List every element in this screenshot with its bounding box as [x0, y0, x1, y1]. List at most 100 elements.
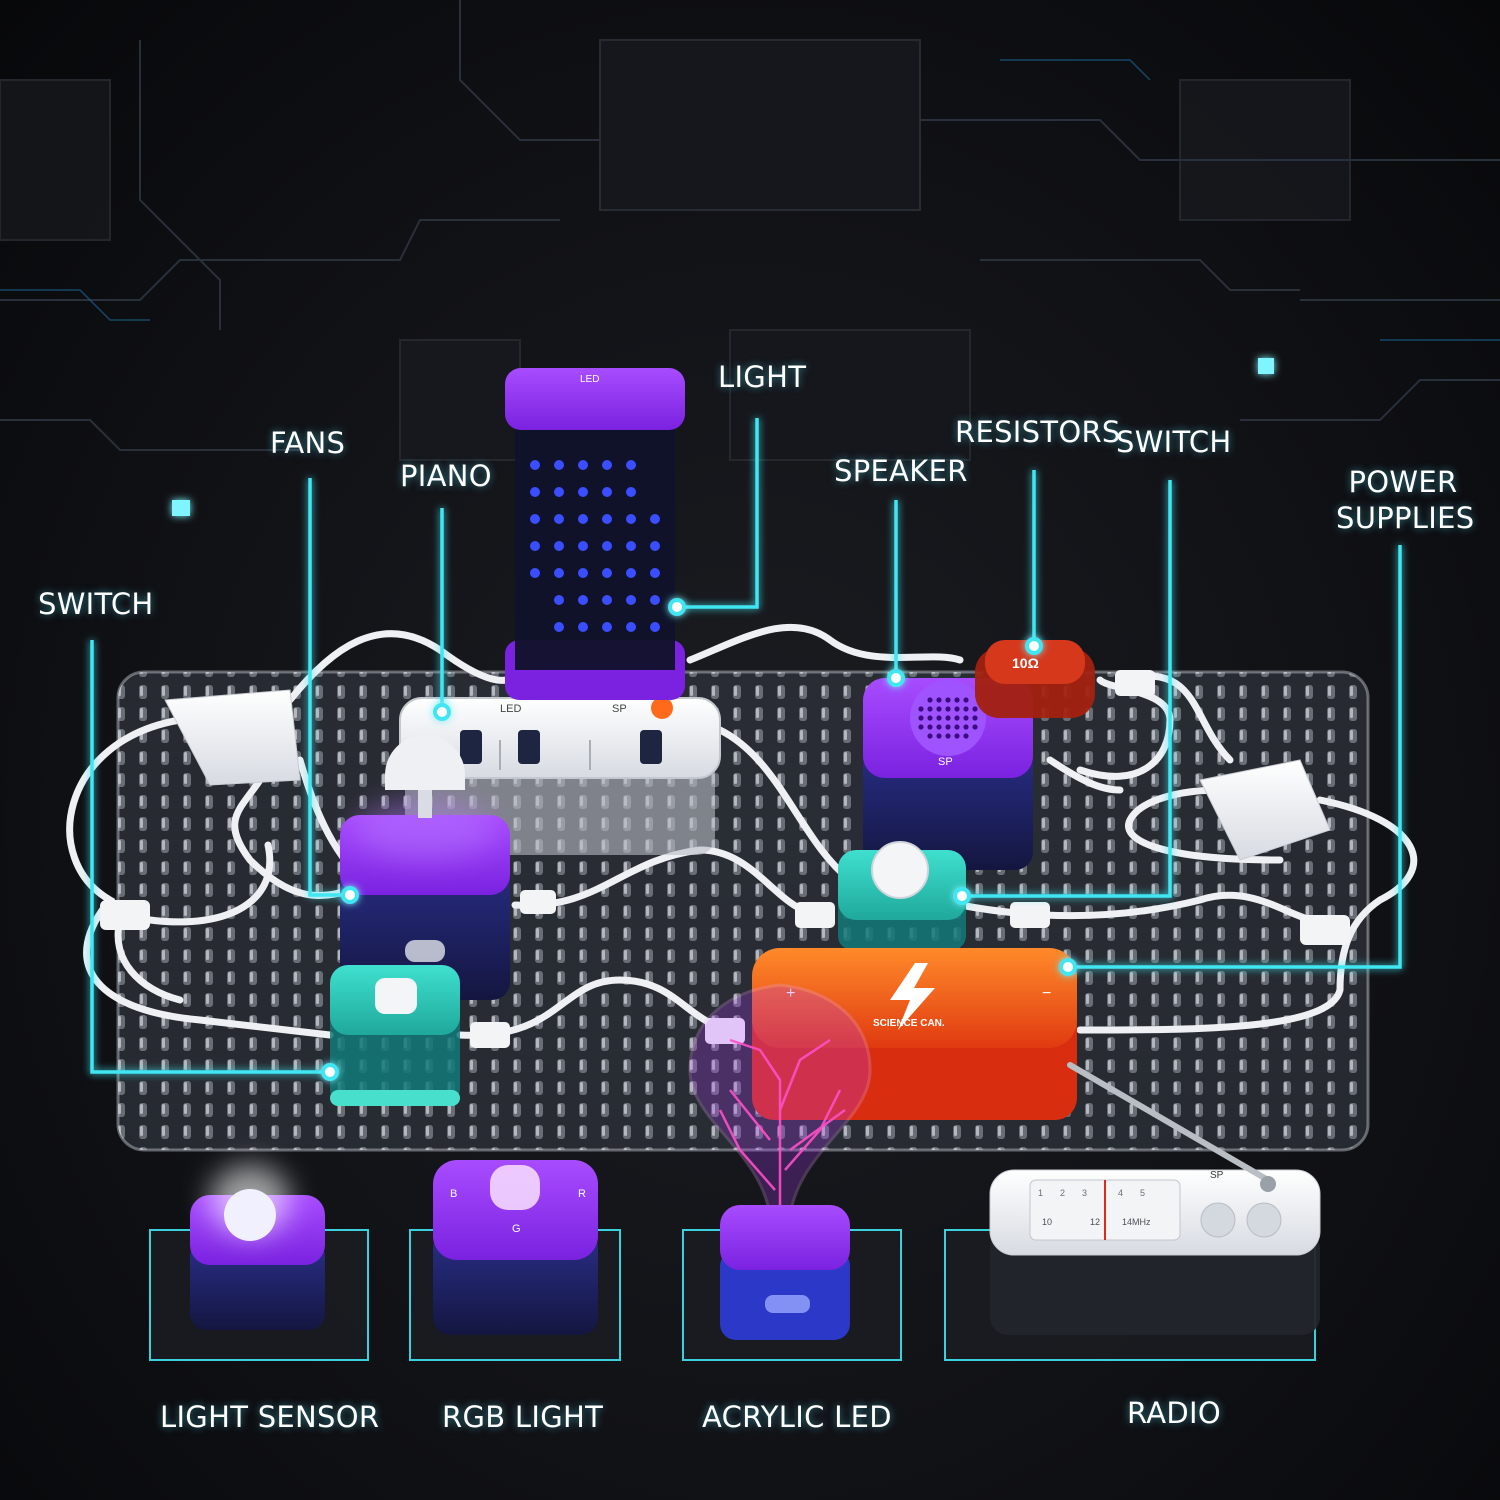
led-dot [530, 514, 540, 524]
speaker-hole [927, 733, 933, 739]
speaker-hole [945, 697, 951, 703]
speaker-hole [972, 715, 978, 721]
speaker-hole [936, 706, 942, 712]
label-piano: PIANO [400, 459, 492, 493]
label-acrylic-led: ACRYLIC LED [702, 1400, 892, 1434]
speaker-module: SP [863, 678, 1033, 870]
connector-plug [705, 1018, 745, 1044]
radio-scan-button [1200, 1202, 1236, 1238]
speaker-hole [936, 697, 942, 703]
label-power-supplies-line1: POWER [1348, 465, 1458, 499]
connector-plug [520, 890, 556, 914]
connector-plug [1010, 902, 1050, 928]
led-dot [602, 460, 612, 470]
radio-freq-10: 10 [1042, 1217, 1052, 1227]
led-dot [578, 514, 588, 524]
led-dot [602, 568, 612, 578]
led-dot [530, 487, 540, 497]
rgb-g-text: G [512, 1223, 521, 1235]
led-dot [578, 460, 588, 470]
light-sensor-module [190, 1165, 325, 1330]
label-resistors: RESISTORS [955, 415, 1121, 449]
pcb-background [0, 0, 1500, 461]
glow-chip [172, 500, 190, 516]
speaker-hole [954, 733, 960, 739]
led-dot [602, 622, 612, 632]
radio-freq-14: 14MHz [1122, 1217, 1151, 1227]
resistor-value: 10Ω [1012, 655, 1039, 671]
speaker-hole [936, 724, 942, 730]
battery-brand: SCIENCE CAN. [873, 1018, 945, 1029]
led-dot [650, 595, 660, 605]
speaker-hole [918, 724, 924, 730]
radio-dial-3: 3 [1082, 1188, 1087, 1198]
radio-sp-text: SP [1210, 1170, 1224, 1181]
led-dot [626, 541, 636, 551]
led-dot [626, 568, 636, 578]
led-dot [626, 595, 636, 605]
led-dot [650, 622, 660, 632]
speaker-hole [963, 697, 969, 703]
connector-plug [470, 1022, 510, 1048]
radio-dial-2: 2 [1060, 1188, 1065, 1198]
pcb-blue-traces [0, 59, 1500, 341]
led-dot [554, 622, 564, 632]
lightning-icon [890, 963, 935, 1030]
label-switch-left: SWITCH [38, 587, 154, 621]
speaker-hole [927, 715, 933, 721]
speaker-grille [918, 697, 978, 739]
callout-line-switch-top [962, 480, 1172, 898]
speaker-hole [945, 706, 951, 712]
speaker-hole [963, 733, 969, 739]
acrylic-led-panel [688, 983, 872, 1217]
rgb-b-text: B [450, 1188, 457, 1200]
led-dot [530, 568, 540, 578]
speaker-hole [927, 724, 933, 730]
speaker-hole [972, 724, 978, 730]
led-dot [602, 514, 612, 524]
led-dot [626, 622, 636, 632]
led-dot [554, 595, 564, 605]
callout-dots [321, 598, 1077, 1081]
rgb-light-module: B R G [433, 1160, 598, 1335]
splitter-right [1199, 759, 1331, 861]
label-light-sensor: LIGHT SENSOR [160, 1400, 380, 1434]
speaker-hole [945, 715, 951, 721]
piano-sp-text: SP [612, 703, 627, 715]
led-dot [554, 568, 564, 578]
resistor-module: 10Ω [975, 640, 1095, 718]
speaker-hole [963, 715, 969, 721]
speaker-hole [927, 706, 933, 712]
battery-plus: + [786, 985, 795, 1002]
led-dot [626, 460, 636, 470]
speaker-hole [945, 724, 951, 730]
led-dot [626, 487, 636, 497]
led-dot [578, 541, 588, 551]
speaker-hole [918, 715, 924, 721]
label-light: LIGHT [718, 360, 807, 394]
label-radio: RADIO [1127, 1396, 1222, 1430]
speaker-sp-text: SP [938, 756, 953, 768]
callout-line-fans [308, 478, 350, 897]
led-dot [578, 595, 588, 605]
splitter-left [164, 689, 301, 786]
speaker-hole [936, 733, 942, 739]
battery-minus: − [1042, 985, 1051, 1002]
label-power-supplies-line2: SUPPLIES [1336, 501, 1475, 535]
label-speaker: SPEAKER [834, 454, 968, 488]
speaker-hole [945, 733, 951, 739]
radio-dial-4: 4 [1118, 1188, 1123, 1198]
connector-plug [1300, 915, 1350, 945]
callout-line-light [677, 418, 759, 609]
piano-record-button [651, 697, 673, 719]
led-dot [650, 514, 660, 524]
fan-module [340, 735, 510, 1000]
radio-dial-5: 5 [1140, 1188, 1145, 1198]
led-dot [602, 541, 612, 551]
speaker-hole [954, 715, 960, 721]
rgb-r-text: R [578, 1188, 586, 1200]
speaker-hole [972, 706, 978, 712]
light-led-text: LED [580, 374, 599, 385]
led-dot [530, 541, 540, 551]
